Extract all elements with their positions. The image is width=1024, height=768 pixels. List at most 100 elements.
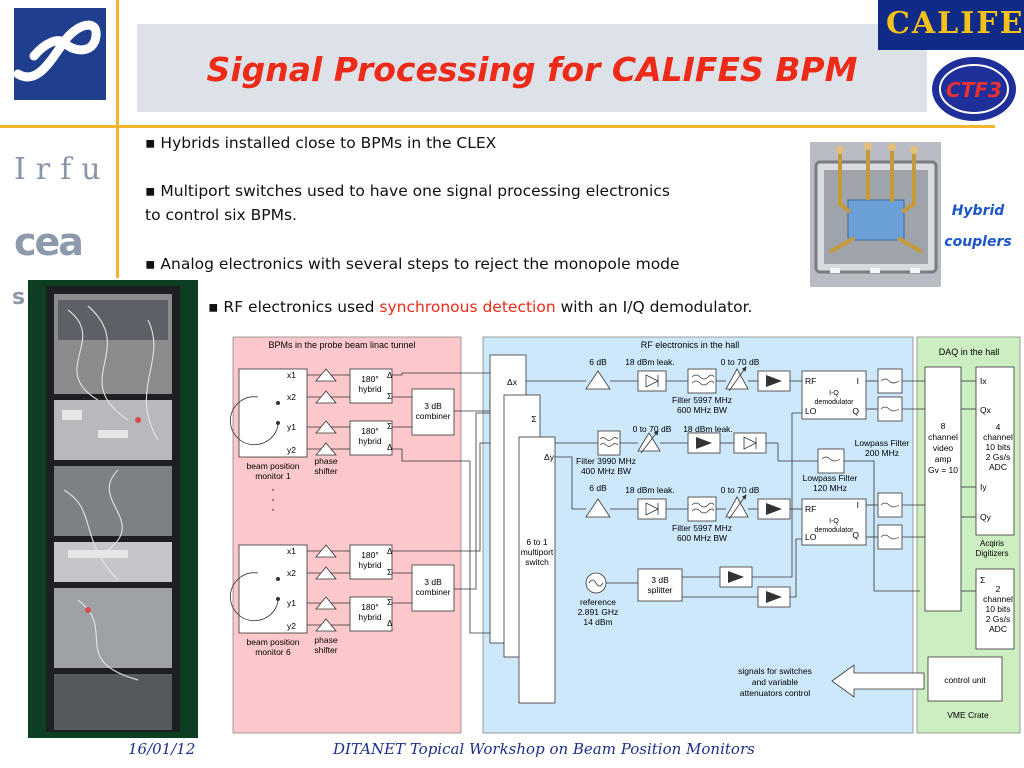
hybrid-caption: Hybrid couplers — [938, 196, 1018, 258]
institute-logo — [14, 8, 106, 100]
adc4-spec4: 2 Gs/s — [986, 452, 1011, 462]
bpm1-delta-x: Δ — [387, 371, 393, 380]
top-demod-q: Q — [852, 406, 859, 416]
adc2-sigma: Σ — [980, 575, 985, 585]
reference-label3: 14 dBm — [583, 617, 612, 627]
bpm1-port-x2: x2 — [287, 392, 296, 402]
top-demod-rf: RF — [805, 376, 816, 386]
top-limiter-label: 18 dBm leak. — [625, 357, 675, 367]
top-demod-i: I — [857, 376, 859, 386]
bpm1-label-line1: beam position — [247, 461, 300, 471]
adc2-spec5: ADC — [989, 624, 1007, 634]
top-filter-label2: 600 MHz BW — [677, 405, 727, 415]
bpm1-sigma-y: Σ — [387, 422, 392, 431]
top-limiter — [637, 370, 667, 392]
lowpass-200-filters — [877, 368, 903, 550]
title-band — [137, 24, 927, 112]
bpm6-port-y2: y2 — [287, 621, 296, 631]
bpm-dots-2: · — [271, 492, 275, 506]
bpm6-port-x1: x1 — [287, 546, 296, 556]
acqiris-label1: Acqiris — [980, 539, 1004, 548]
control-unit — [927, 656, 1003, 702]
bpm1-hybrid-bottom-label2: hybrid — [358, 436, 381, 446]
adc2-spec4: 2 Gs/s — [986, 614, 1011, 624]
top-iq-demodulator — [801, 370, 867, 420]
bpm1-phase-label-1: phase — [314, 456, 337, 466]
accent-line-vertical — [116, 0, 119, 278]
bpm1-hybrid-top — [349, 368, 393, 404]
bpm1-electrode — [230, 396, 279, 446]
video-amp-label2: channel — [928, 432, 958, 442]
switch-sigma-label: Σ — [531, 414, 536, 424]
bullet-rf-highlight: synchronous detection — [379, 298, 556, 316]
slide-title: Signal Processing for CALIFES BPM — [206, 50, 858, 89]
video-amp-label1: 8 — [941, 421, 946, 431]
bottom-demod-name2: demodulator — [815, 527, 855, 534]
rf-region-label: RF electronics in the hall — [641, 340, 740, 350]
wave-logo-icon — [14, 20, 101, 82]
adc2-spec2: channel — [983, 594, 1013, 604]
bullet-hybrids: ▪ Hybrids installed close to BPMs in the… — [145, 134, 497, 152]
bpm6-label-line2: monitor 6 — [255, 647, 291, 657]
bullet-switches: ▪ Multiport switches used to have one si… — [145, 182, 670, 200]
bottom-limiter-label: 18 dBm leak. — [625, 485, 675, 495]
bpm1-port-y2: y2 — [287, 445, 296, 455]
bpm6-hybrid-bottom — [349, 596, 393, 632]
hybrid-caption-line1: Hybrid — [951, 203, 1005, 219]
footer-event: DITANET Topical Workshop on Beam Positio… — [333, 740, 755, 758]
bpm6-combiner — [411, 564, 455, 612]
bpm6-sigma-x: Σ — [387, 568, 392, 577]
bullet-rf: ▪ RF electronics used synchronous detect… — [208, 296, 752, 318]
bpm1-hybrid-top-label1: 180° — [361, 374, 379, 384]
top-atten-label: 0 to 70 dB — [721, 357, 760, 367]
mid-limiter-label: 18 dBm leak. — [683, 424, 733, 434]
bpm6-combiner-label1: 3 dB — [424, 577, 442, 587]
califes-logo-text: CALIFES — [886, 6, 1024, 41]
bottom-iq-demodulator — [801, 498, 867, 546]
bpm1-port-x1: x1 — [287, 370, 296, 380]
top-gain-label: 6 dB — [589, 357, 607, 367]
califes-logo: CALIFES — [878, 0, 1024, 50]
signal-processing-diagram: BPMs in the probe beam linac tunnel RF e… — [230, 336, 1021, 734]
hybrid-caption-line2: couplers — [944, 234, 1012, 250]
control-unit-label: control unit — [944, 675, 986, 685]
bpm6-combiner-label2: combiner — [416, 587, 451, 597]
lowpass-200-label2: 200 MHz — [865, 448, 899, 458]
adc2-spec1: 2 — [996, 584, 1001, 594]
bullet-rf-suffix: with an I/Q demodulator. — [555, 298, 753, 316]
bpm1-phase-shifters — [315, 368, 337, 456]
adc4-ch-qx: Qx — [980, 405, 992, 415]
bpm1-hybrid-bottom — [349, 420, 393, 456]
switch-dx-label: Δx — [507, 377, 518, 387]
bullet-switches-cont: to control six BPMs. — [145, 206, 297, 224]
bpm6-electrode — [230, 572, 279, 622]
bpm1-combiner-label2: combiner — [416, 411, 451, 421]
bottom-gain-label: 6 dB — [589, 483, 607, 493]
bottom-demod-name1: I-Q — [829, 518, 839, 525]
adc4-spec2: channel — [983, 432, 1013, 442]
adc4-ch-ix: Ix — [980, 376, 987, 386]
bpm6-hybrid-top-label1: 180° — [361, 550, 379, 560]
top-gain-amp — [585, 370, 611, 390]
bpm6-phase-shifters — [315, 544, 337, 632]
bpm6-hybrid-bottom-label1: 180° — [361, 602, 379, 612]
bpm1-hybrid-top-label2: hybrid — [358, 384, 381, 394]
lowpass-120-label1: Lowpass Filter — [803, 473, 858, 483]
bottom-attenuator — [725, 496, 749, 518]
bpm6-port-x2: x2 — [287, 568, 296, 578]
vme-crate-label: VME Crate — [947, 710, 989, 720]
control-signals-label1: signals for switches — [738, 666, 812, 676]
mid-filter-label2: 400 MHz BW — [581, 466, 631, 476]
switch-label-3: switch — [525, 557, 549, 567]
reference-label2: 2.891 GHz — [578, 607, 619, 617]
mid-filter — [597, 430, 621, 456]
top-demod-name1: I-Q — [829, 390, 839, 397]
bpm1-combiner — [411, 388, 455, 436]
bpm6-phase-label-2: shifter — [314, 645, 337, 655]
switch-dy-label: Δy — [544, 452, 555, 462]
daq-region-label: DAQ in the hall — [939, 347, 1000, 357]
bottom-filter-label1: Filter 5997 MHz — [672, 523, 732, 533]
cea-logo: cea — [14, 220, 84, 264]
adc4-spec1: 4 — [996, 422, 1001, 432]
bpm1-hybrid-bottom-label1: 180° — [361, 426, 379, 436]
